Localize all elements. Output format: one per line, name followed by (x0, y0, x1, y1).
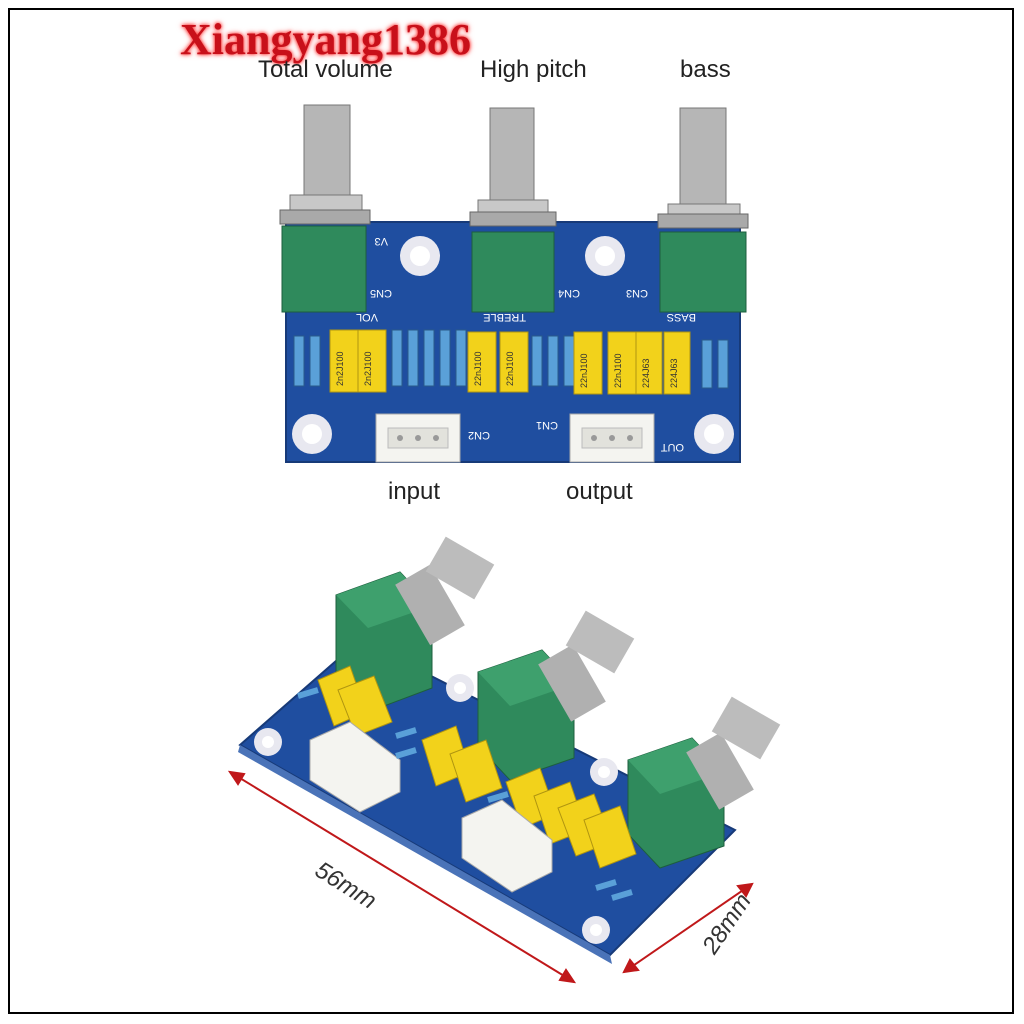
resistor-row (293, 329, 729, 389)
potentiometer-angled-vol (335, 536, 495, 713)
dimension-arrow-length (227, 770, 577, 984)
resistor-angled-group (297, 687, 633, 901)
silk-vol: VOL (356, 311, 378, 323)
silk-out: OUT (661, 441, 685, 453)
silk-cn2: CN2 (468, 429, 490, 441)
silk-bass: BASS (667, 311, 696, 323)
connector-angled-output (461, 799, 553, 893)
silk-v3: V3 (375, 235, 388, 247)
mounting-hole-icon (254, 728, 282, 756)
connector-angled-input (309, 721, 401, 813)
capacitor-c1: 224J63 (663, 331, 691, 395)
mounting-hole-icon (590, 758, 618, 786)
potentiometer-angled-bass (627, 696, 781, 869)
label-high-pitch: High pitch (480, 56, 587, 83)
svg-text:22nJ100: 22nJ100 (613, 353, 623, 388)
potentiometer-vol (279, 104, 371, 313)
svg-text:224J63: 224J63 (669, 358, 679, 388)
label-input: input (388, 478, 441, 505)
silk-cn4: CN4 (558, 287, 580, 299)
svg-text:2n2J100: 2n2J100 (363, 351, 373, 386)
svg-text:2n2J100: 2n2J100 (335, 351, 345, 386)
label-total-volume: Total volume (258, 56, 393, 83)
potentiometer-angled-treble (477, 610, 635, 781)
svg-text:224J63: 224J63 (641, 358, 651, 388)
capacitor-c2: 224J63 (635, 331, 663, 395)
silk-cn3: CN3 (626, 287, 648, 299)
potentiometer-bass (657, 107, 749, 313)
watermark-text: Xiangyang1386 (180, 15, 471, 64)
capacitor-c8: 2n2J100 (329, 329, 359, 393)
capacitor-c5: 22nJ100 (499, 331, 529, 393)
capacitor-c6: 22nJ100 (467, 331, 497, 393)
mounting-hole-icon (292, 414, 332, 454)
mounting-hole-icon (446, 674, 474, 702)
mounting-hole-icon (400, 236, 440, 276)
capacitor-c3: 22nJ100 (607, 331, 637, 395)
silk-cn1: CN1 (536, 419, 558, 431)
svg-text:22nJ100: 22nJ100 (579, 353, 589, 388)
silk-treble: TREBLE (483, 311, 526, 323)
label-output: output (566, 478, 633, 505)
capacitor-c7: 2n2J100 (357, 329, 387, 393)
dimension-arrow-width (622, 882, 754, 974)
mounting-hole-icon (582, 916, 610, 944)
svg-text:22nJ100: 22nJ100 (473, 351, 483, 386)
connector-output (569, 413, 655, 463)
svg-text:22nJ100: 22nJ100 (505, 351, 515, 386)
mounting-hole-icon (585, 236, 625, 276)
potentiometer-treble (469, 107, 557, 313)
label-bass: bass (680, 56, 731, 83)
capacitor-c4: 22nJ100 (573, 331, 603, 395)
silk-cn5: CN5 (370, 287, 392, 299)
mounting-hole-icon (694, 414, 734, 454)
connector-input (375, 413, 461, 463)
image-frame (8, 8, 1014, 1014)
